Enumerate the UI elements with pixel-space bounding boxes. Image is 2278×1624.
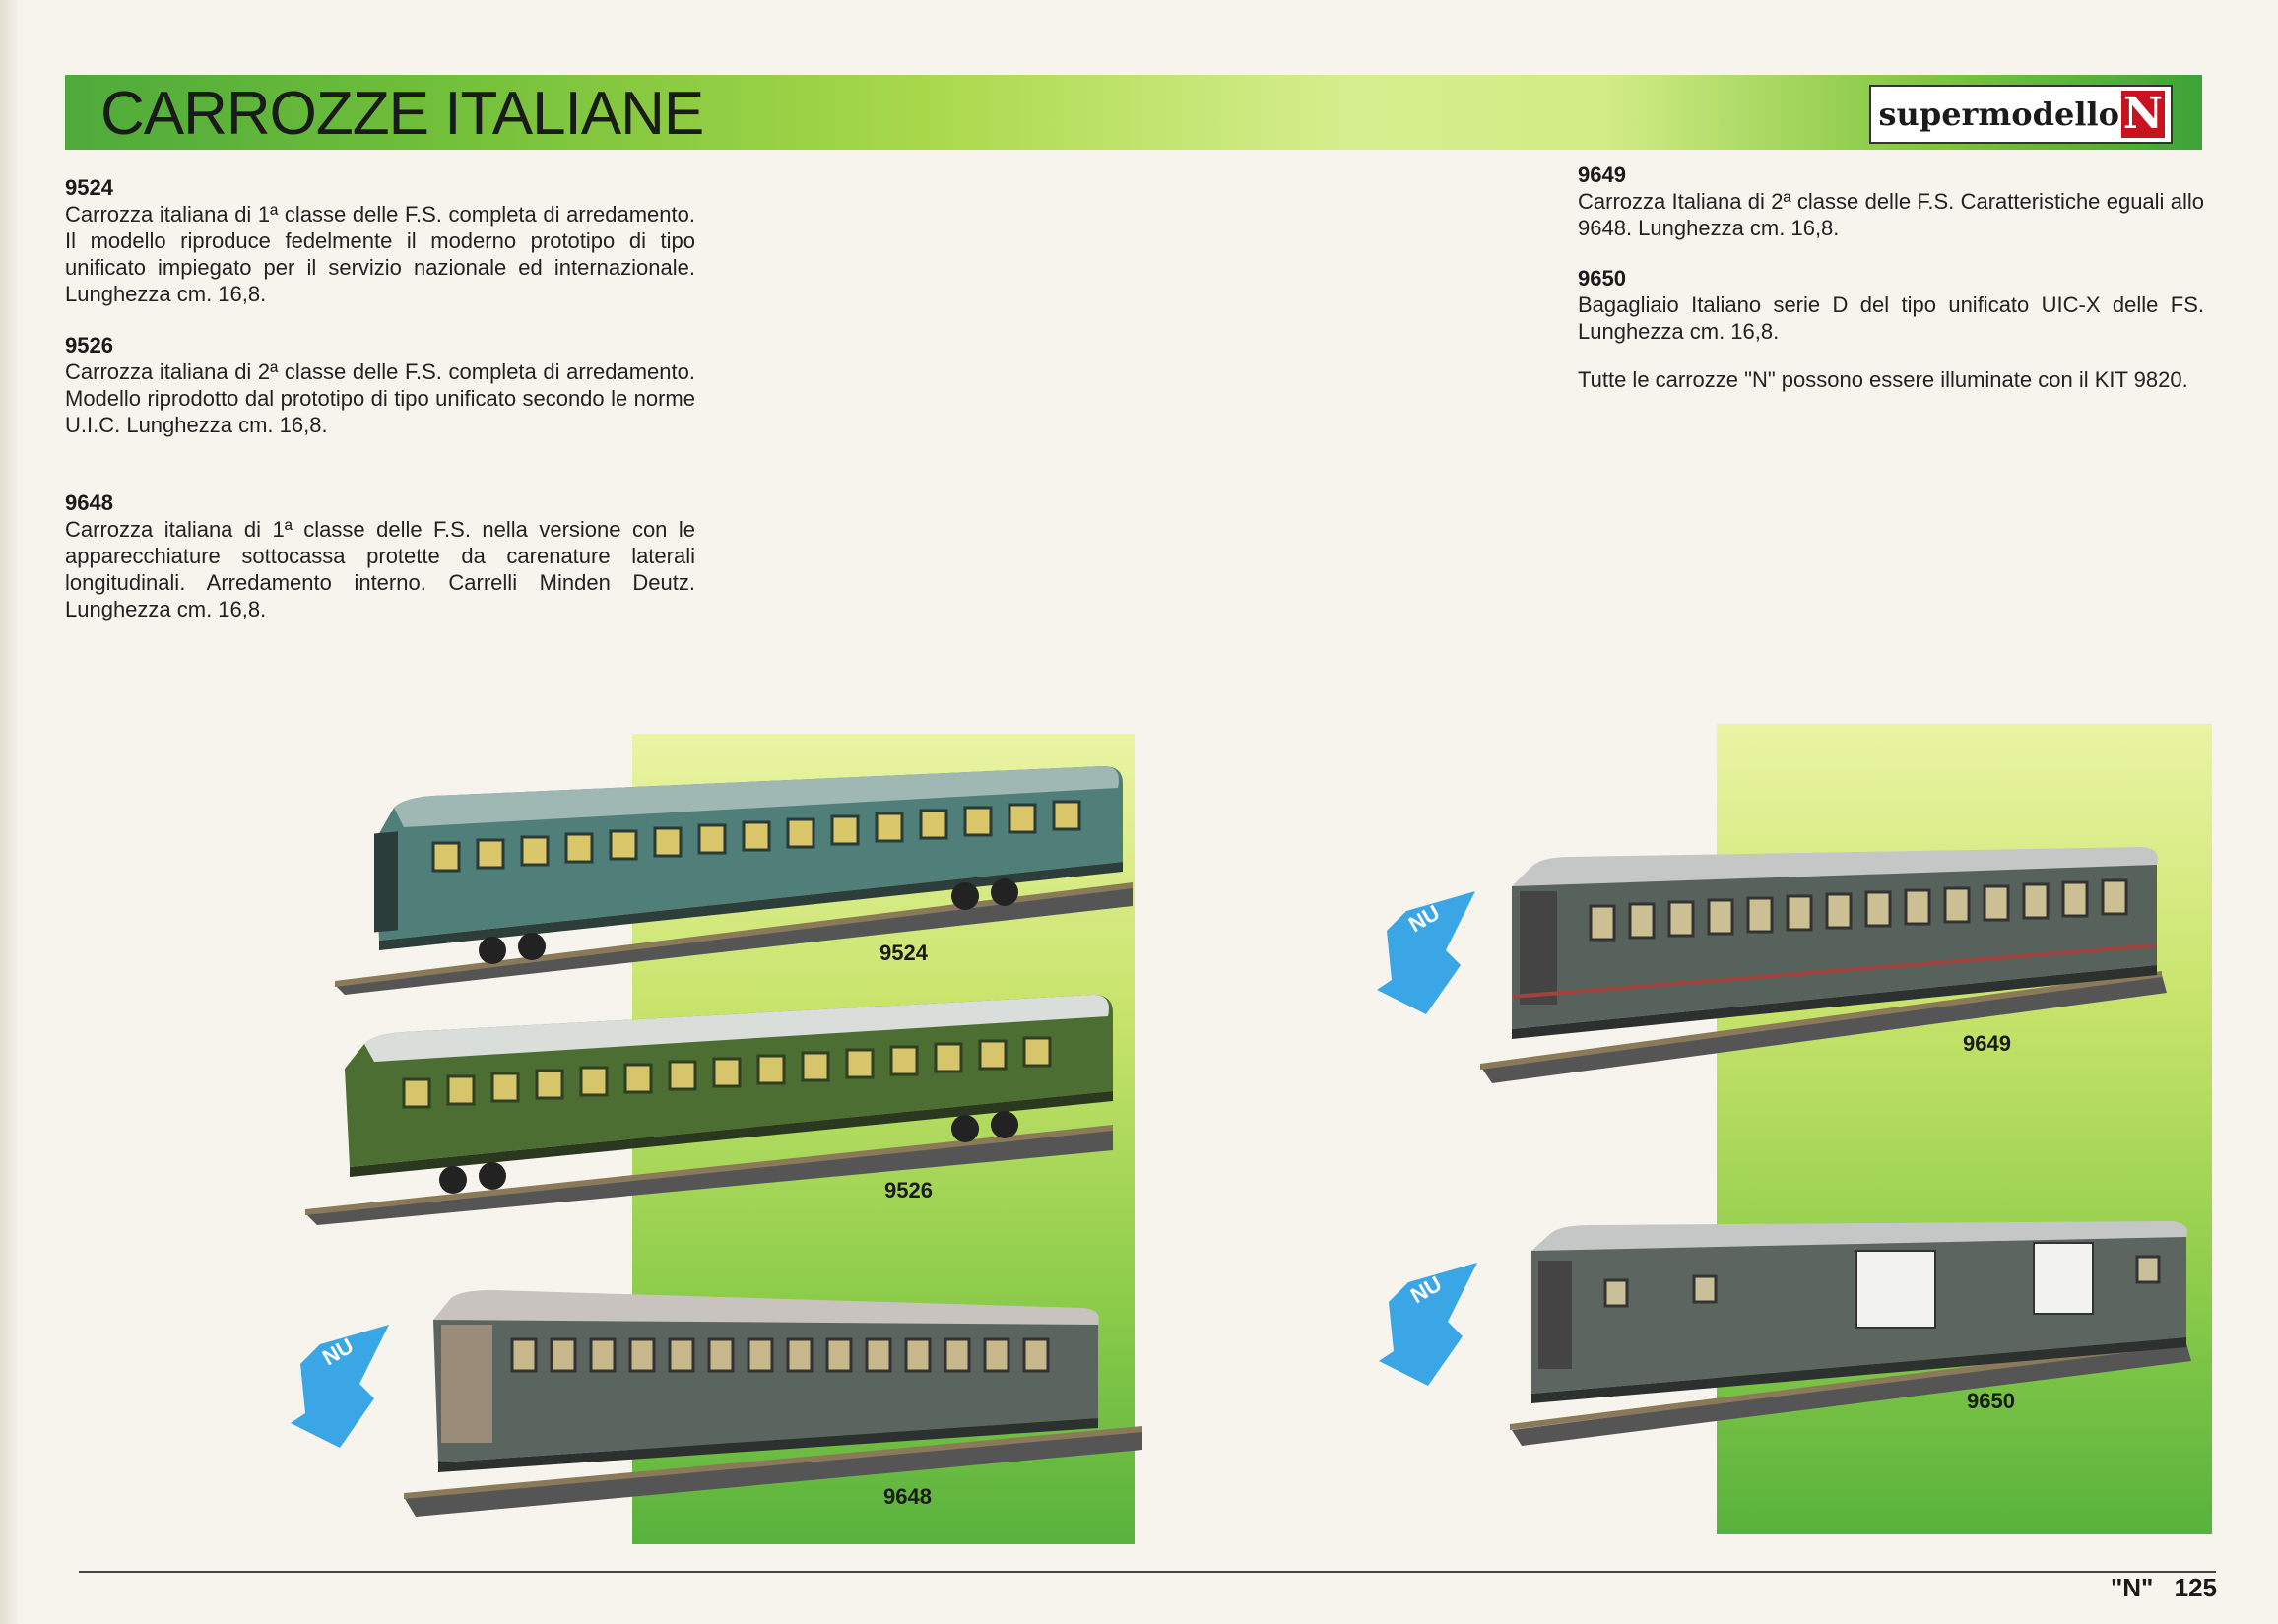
coach-9526-image: [305, 995, 1113, 1225]
footer-rule: [79, 1571, 2216, 1573]
entry-code: 9649: [1578, 162, 1626, 187]
lighting-note: Tutte le carrozze "N" possono essere ill…: [1578, 366, 2204, 393]
entry-description: Carrozza italiana di 1ª classe delle F.S…: [65, 517, 695, 621]
model-label-9650: 9650: [1967, 1389, 2015, 1413]
page-binding-edge: [0, 0, 18, 1624]
entry-description: Carrozza italiana di 1ª classe delle F.S…: [65, 202, 695, 306]
coach-9649-image: [1480, 847, 2167, 1083]
entry-code: 9648: [65, 490, 113, 515]
brand-logo: supermodello N: [1868, 85, 2173, 144]
coach-9650-image: [1510, 1221, 2191, 1446]
entry-code: 9524: [65, 175, 113, 200]
scale-label: "N": [2110, 1573, 2154, 1602]
entry-9649: 9649 Carrozza Italiana di 2ª classe dell…: [1578, 162, 2204, 241]
page-number: 125: [2174, 1573, 2217, 1602]
model-label-9649: 9649: [1963, 1031, 2011, 1056]
coach-9524-image: [335, 766, 1133, 995]
entry-9526: 9526 Carrozza italiana di 2ª classe dell…: [65, 333, 695, 438]
coach-9648-image: [404, 1290, 1142, 1517]
new-badge-arrow-icon: NU: [1379, 1263, 1477, 1386]
new-badge-arrow-icon: NU: [291, 1325, 389, 1448]
entry-9648: 9648 Carrozza italiana di 1ª classe dell…: [65, 490, 695, 622]
header-bar: CARROZZE ITALIANE supermodello N: [65, 75, 2202, 150]
entry-code: 9526: [65, 333, 113, 357]
model-label-9524: 9524: [879, 941, 928, 965]
entry-description: Carrozza Italiana di 2ª classe delle F.S…: [1578, 189, 2204, 240]
entry-description: Bagagliaio Italiano serie D del tipo uni…: [1578, 292, 2204, 344]
new-badge-arrow-icon: NU: [1377, 891, 1475, 1014]
entry-9650: 9650 Bagagliaio Italiano serie D del tip…: [1578, 266, 2204, 345]
note-text: Tutte le carrozze "N" possono essere ill…: [1578, 367, 2188, 392]
model-label-9526: 9526: [884, 1178, 933, 1202]
entry-9524: 9524 Carrozza italiana di 1ª classe dell…: [65, 175, 695, 307]
entry-code: 9650: [1578, 266, 1626, 291]
page-title: CARROZZE ITALIANE: [100, 80, 704, 148]
model-label-9648: 9648: [883, 1484, 932, 1509]
page-footer: "N" 125: [2111, 1573, 2217, 1603]
brand-letter: N: [2121, 89, 2165, 139]
entry-description: Carrozza italiana di 2ª classe delle F.S…: [65, 359, 695, 437]
brand-text: supermodello: [1878, 96, 2119, 133]
